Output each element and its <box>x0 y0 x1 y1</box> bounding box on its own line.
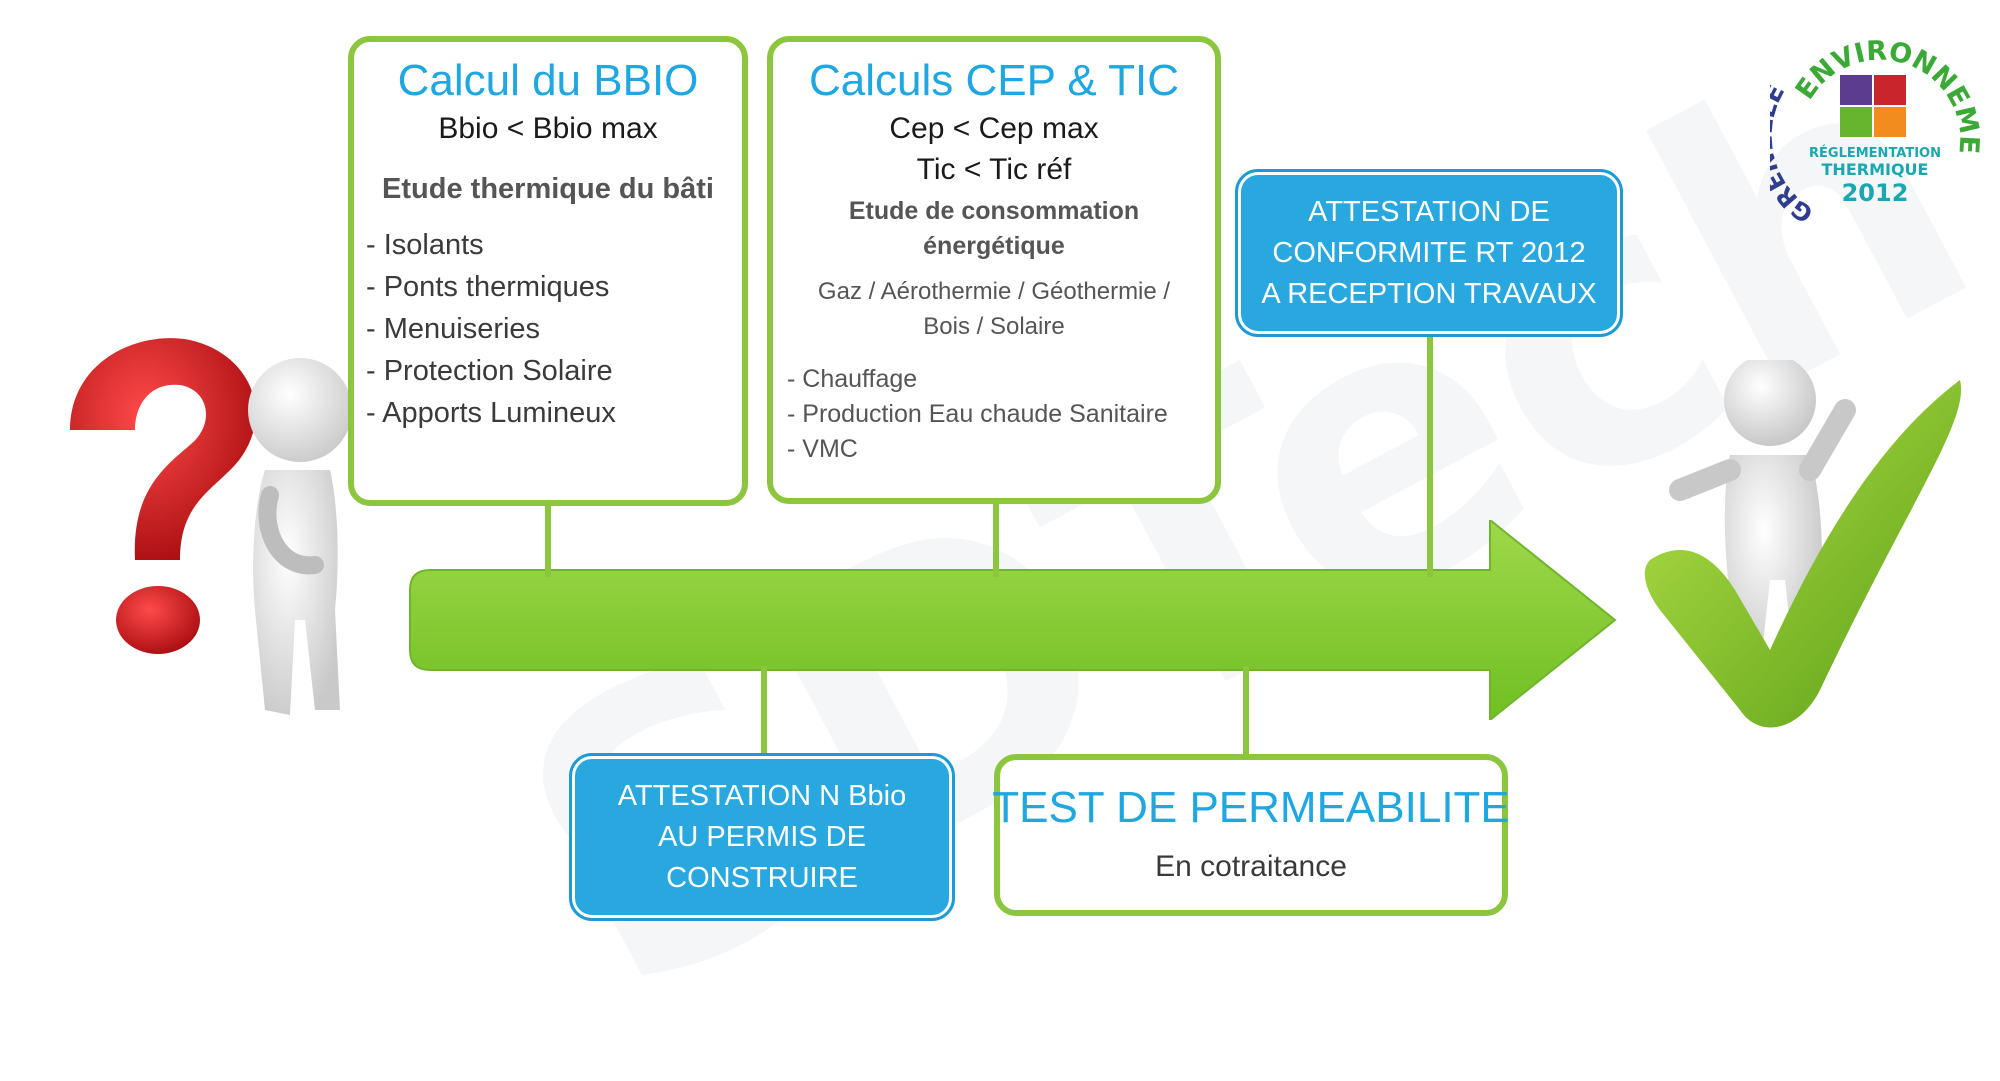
logo-line1: RÉGLEMENTATION <box>1809 145 1941 161</box>
logo-line2: THERMIQUE <box>1822 160 1929 179</box>
permeabilite-title: TEST DE PERMEABILITE <box>992 783 1510 832</box>
cep-title: Calculs CEP & TIC <box>808 56 1180 105</box>
bbio-list: - Isolants - Ponts thermiques - Menuiser… <box>354 224 742 434</box>
list-item: - Apports Lumineux <box>366 397 616 429</box>
list-item: - Ponts thermiques <box>366 271 610 303</box>
cep-line1: Cep < Cep max <box>889 112 1099 145</box>
cep-energies: Gaz / Aérothermie / Géothermie / Bois / … <box>773 274 1215 344</box>
list-item: - Production Eau chaude Sanitaire <box>787 400 1168 428</box>
connector-cep <box>993 503 999 577</box>
attestation-permis-line3: CONSTRUIRE <box>666 861 858 894</box>
connector-bbio <box>545 505 551 577</box>
checkmark-icon <box>1644 380 1962 728</box>
cep-energies-line1: Gaz / Aérothermie / Géothermie / <box>817 278 1171 305</box>
cep-heading-line2: énergétique <box>923 232 1065 260</box>
attestation-final-line2: CONFORMITE RT 2012 <box>1272 236 1586 269</box>
attestation-final-line3: A RECEPTION TRAVAUX <box>1261 277 1597 310</box>
attestation-permis-box: ATTESTATION N Bbio AU PERMIS DE CONSTRUI… <box>569 753 955 921</box>
bbio-heading: Etude thermique du bâti <box>382 173 714 205</box>
permeabilite-subtitle: En cotraitance <box>1155 850 1347 883</box>
attestation-conformite-box: ATTESTATION DE CONFORMITE RT 2012 A RECE… <box>1235 169 1623 337</box>
question-mark-icon <box>70 338 256 654</box>
list-item: - Isolants <box>366 229 484 261</box>
attestation-permis-line1: ATTESTATION N Bbio <box>617 779 907 812</box>
connector-attestation-final <box>1427 333 1433 577</box>
success-figure-illustration <box>1644 360 1962 728</box>
cep-tic-box: Calculs CEP & TIC Cep < Cep max Tic < Ti… <box>767 36 1221 504</box>
cep-heading: Etude de consommation énergétique <box>773 194 1215 264</box>
list-item: - Menuiseries <box>366 313 541 345</box>
list-item: - VMC <box>787 435 858 463</box>
connector-permeabilite <box>1243 666 1249 756</box>
list-item: - Chauffage <box>787 365 918 393</box>
cep-heading-line1: Etude de consommation <box>848 197 1140 225</box>
logo-line3: 2012 <box>1842 179 1909 207</box>
bbio-subtitle: Bbio < Bbio max <box>438 112 658 145</box>
attestation-permis-line2: AU PERMIS DE <box>658 820 866 853</box>
person-figure-icon <box>248 358 352 715</box>
connector-attestation-permis <box>761 666 767 758</box>
logo-squares-icon <box>1840 75 1906 137</box>
grenelle-environnement-logo: ENVIRONNEMENT GRENELLE RÉGLEMENTATION TH… <box>1770 25 1980 225</box>
permeabilite-box: TEST DE PERMEABILITE En cotraitance <box>992 754 1510 916</box>
timeline-arrow <box>409 520 1617 720</box>
thinking-figure-illustration <box>70 338 352 715</box>
list-item: - Protection Solaire <box>366 355 613 387</box>
bbio-title: Calcul du BBIO <box>397 56 699 105</box>
attestation-final-line1: ATTESTATION DE <box>1308 195 1550 228</box>
bbio-box: Calcul du BBIO Bbio < Bbio max Etude the… <box>348 36 748 506</box>
tic-line2: Tic < Tic réf <box>916 153 1072 186</box>
cep-list: - Chauffage - Production Eau chaude Sani… <box>773 362 1215 467</box>
cep-energies-line2: Bois / Solaire <box>923 313 1065 340</box>
